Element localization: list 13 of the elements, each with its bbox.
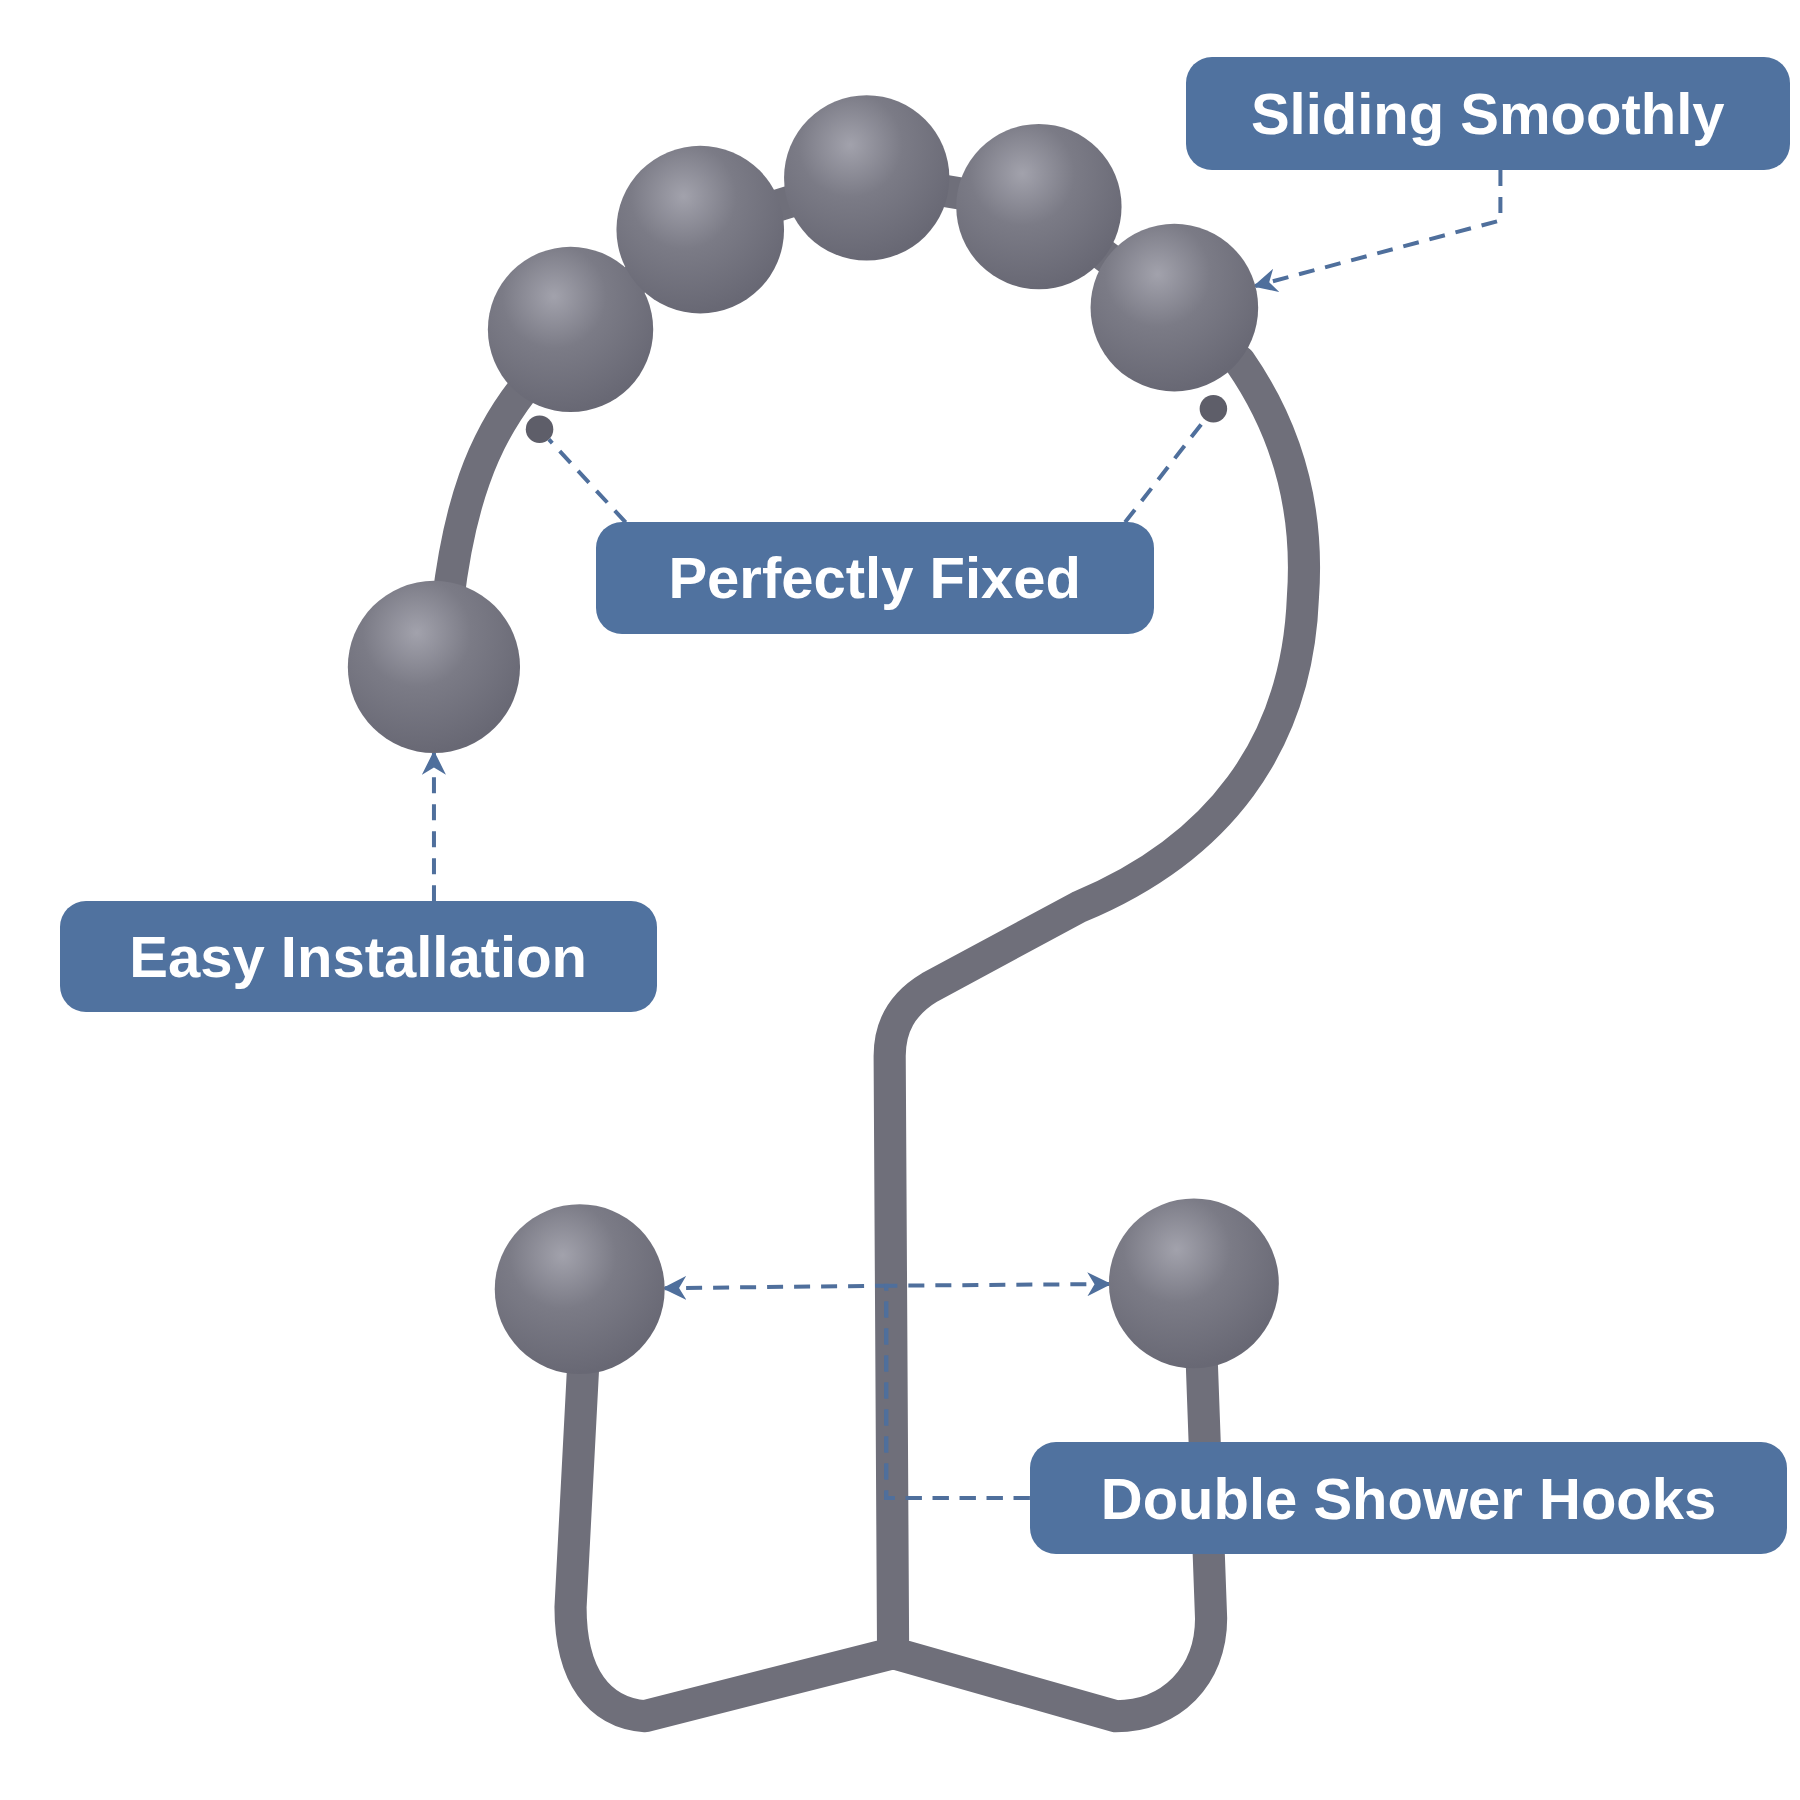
- arrow: [421, 750, 446, 902]
- callout-label: Perfectly Fixed: [595, 522, 1154, 634]
- bead: [1090, 223, 1259, 392]
- callout-label: Double Shower Hooks: [1029, 1441, 1788, 1555]
- stopper: [1199, 394, 1228, 423]
- hook-ball: [494, 1204, 665, 1375]
- arrow: [1253, 169, 1503, 292]
- end-ball: [347, 580, 521, 754]
- callout-label: Easy Installation: [59, 901, 657, 1013]
- hook-ball: [1108, 1198, 1279, 1369]
- callout-label: Sliding Smoothly: [1185, 57, 1790, 170]
- stopper: [525, 415, 554, 444]
- leader-line: [547, 438, 628, 524]
